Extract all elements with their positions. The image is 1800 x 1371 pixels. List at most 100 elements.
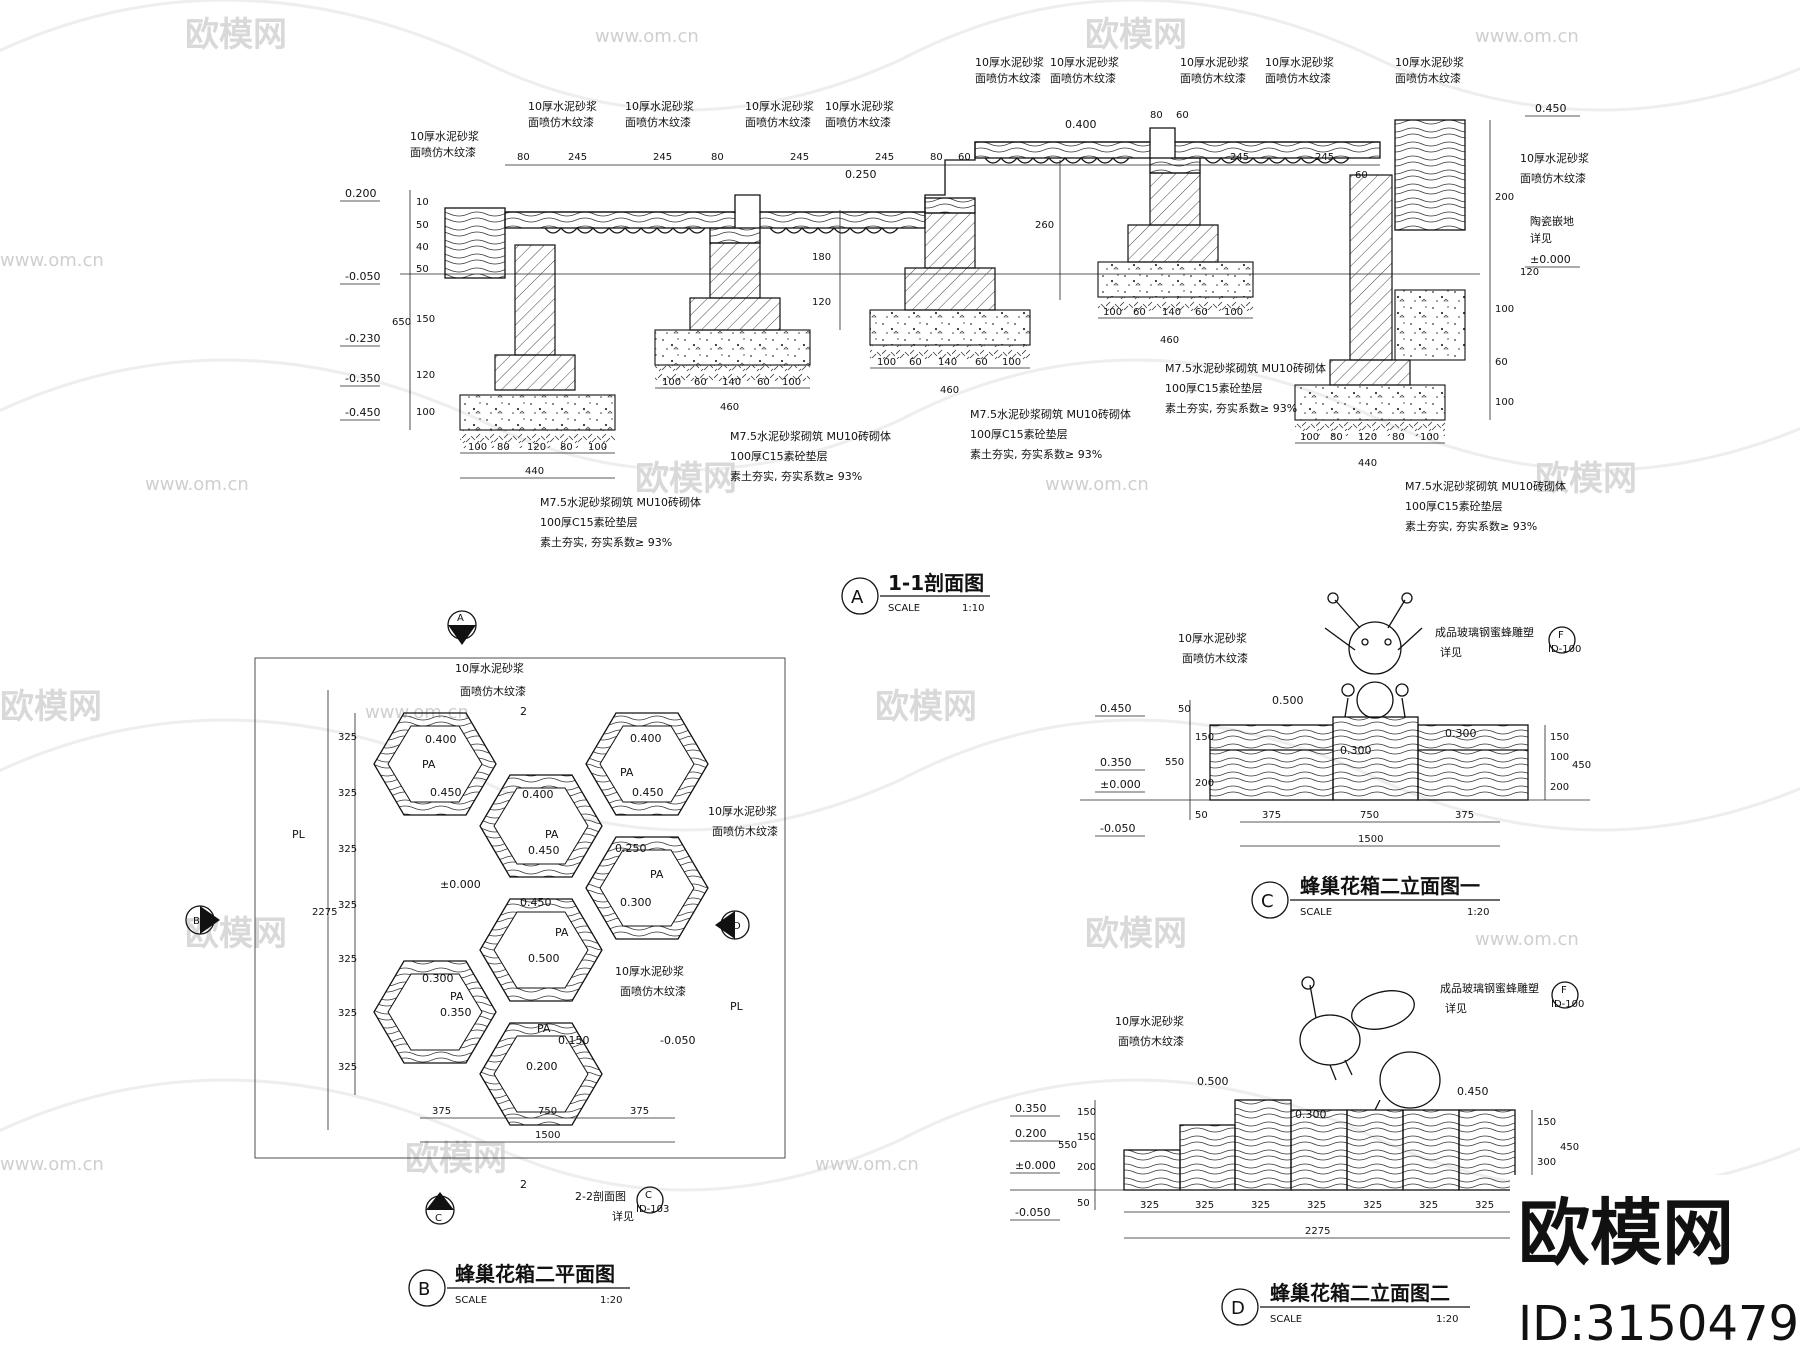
dim-label: 550 <box>1058 1140 1077 1151</box>
dim-label: 325 <box>338 732 357 743</box>
section-wall <box>514 244 556 356</box>
dim-label: 60 <box>1495 357 1508 368</box>
dim-total: 1500 <box>1358 834 1383 845</box>
watermark-url: www.om.cn <box>1045 474 1149 495</box>
finish-note: 面喷仿木纹漆 <box>712 824 778 838</box>
finish-note: 10厚水泥砂浆 <box>1050 55 1119 69</box>
dim-label: 375 <box>1455 810 1474 821</box>
ref-letter: C <box>435 1213 442 1224</box>
dim-label: 80 <box>1392 432 1405 443</box>
level-label: -0.230 <box>345 332 380 345</box>
finish-note: 面喷仿木纹漆 <box>1520 171 1586 185</box>
scale-label: SCALE <box>455 1295 487 1306</box>
soil-note: 素土夯实, 夯实系数≥ 93% <box>970 447 1102 461</box>
level-label: 0.250 <box>845 168 877 181</box>
dim-label: 140 <box>1162 307 1181 318</box>
section-mark: 2 <box>520 705 527 718</box>
dim-label: 245 <box>568 152 587 163</box>
dim-label: 60 <box>1195 307 1208 318</box>
watermark-brand: 欧模网 <box>1085 914 1187 954</box>
dim-label: 300 <box>1537 1157 1556 1168</box>
dim-total: 2275 <box>312 907 337 918</box>
level-label: -0.050 <box>1015 1206 1050 1219</box>
soil-note: 素土夯实, 夯实系数≥ 93% <box>540 535 672 549</box>
watermark-layer: 欧模网 欧模网 欧模网 欧模网 欧模网 欧模网 欧模网 欧模网 欧模网 www.… <box>0 0 1800 1192</box>
watermark-url: www.om.cn <box>145 474 249 495</box>
dim-label: 120 <box>527 442 546 453</box>
dim-label: 325 <box>338 954 357 965</box>
dim-label: 375 <box>630 1106 649 1117</box>
ground-level: -0.050 <box>660 1034 695 1047</box>
finish-note: 10厚水泥砂浆 <box>1180 55 1249 69</box>
finish-note: 面喷仿木纹漆 <box>825 115 891 129</box>
finish-note: 10厚水泥砂浆 <box>1265 55 1334 69</box>
scale-value: 1:20 <box>600 1295 622 1306</box>
dim-label: 60 <box>694 377 707 388</box>
finish-note: 面喷仿木纹漆 <box>620 984 686 998</box>
wall-note: M7.5水泥砂浆砌筑 MU10砖砌体 <box>970 407 1131 421</box>
finish-note: 面喷仿木纹漆 <box>625 115 691 129</box>
dim-label: 100 <box>1550 752 1569 763</box>
watermark-brand: 欧模网 <box>0 687 102 727</box>
dim-label: 60 <box>1355 170 1368 181</box>
planter-block <box>1458 1109 1516 1191</box>
level-label: 0.450 <box>1457 1085 1489 1098</box>
dim-label: 200 <box>1550 782 1569 793</box>
base-note: 100厚C15素砼垫层 <box>1405 499 1503 513</box>
section-a-notes: 10厚水泥砂浆 面喷仿木纹漆 10厚水泥砂浆 面喷仿木纹漆 10厚水泥砂浆 面喷… <box>410 55 1589 549</box>
dim-label: 120 <box>812 297 831 308</box>
dim-label: 120 <box>1520 267 1539 278</box>
dim-label: 100 <box>1103 307 1122 318</box>
level-label: 0.200 <box>345 187 377 200</box>
dim-total: 440 <box>525 466 544 477</box>
dim-label: 100 <box>877 357 896 368</box>
bee-note: 成品玻璃钢蜜蜂雕塑 <box>1440 981 1539 995</box>
dim-label: 325 <box>338 1062 357 1073</box>
dim-label: 150 <box>1195 732 1214 743</box>
planter-block <box>1290 1109 1348 1191</box>
dim-label: 120 <box>1358 432 1377 443</box>
sheet-ref: ID-100 <box>1551 999 1584 1010</box>
ref-letter: A <box>457 613 464 624</box>
level-label: -0.050 <box>345 270 380 283</box>
hex-cells <box>373 712 709 1126</box>
dim-label: 60 <box>1133 307 1146 318</box>
wall-note: M7.5水泥砂浆砌筑 MU10砖砌体 <box>730 429 891 443</box>
cell-level: 0.400 <box>522 788 554 801</box>
plan-b-drawing: PA PA PA PA PA PA PA 0.400 0.450 0.400 0… <box>185 610 786 1225</box>
level-label: 0.450 <box>1535 102 1567 115</box>
cell-level: 0.250 <box>615 842 647 855</box>
section-a-levels: 0.200 -0.050 -0.230 -0.350 -0.450 0.250 … <box>340 102 1580 421</box>
brand-logo-text: 欧模网 <box>1518 1191 1734 1275</box>
ref-marker-d: D <box>715 910 750 940</box>
ref-marker-a: A <box>447 610 477 645</box>
finish-note: 面喷仿木纹漆 <box>460 684 526 698</box>
watermark-brand: 欧模网 <box>405 1139 507 1179</box>
dim-label: 200 <box>1077 1162 1096 1173</box>
watermark-url: www.om.cn <box>595 26 699 47</box>
dim-label: 50 <box>1178 704 1191 715</box>
dim-label: 150 <box>1077 1107 1096 1118</box>
base-note: 100厚C15素砼垫层 <box>540 515 638 529</box>
dim-label: 375 <box>1262 810 1281 821</box>
finish-note: 10厚水泥砂浆 <box>745 99 814 113</box>
dim-label: 245 <box>790 152 809 163</box>
view-marker: C <box>1261 891 1274 912</box>
dim-label: 50 <box>416 220 429 231</box>
dim-label: 140 <box>722 377 741 388</box>
dim-label: 375 <box>432 1106 451 1117</box>
view-marker: D <box>1231 1298 1245 1319</box>
planter-block <box>1332 716 1419 801</box>
section-footing-step <box>494 354 576 391</box>
detail-ref-c: C ID-103 <box>636 1186 669 1215</box>
cell-level: 0.300 <box>422 972 454 985</box>
dim-label: 100 <box>416 407 435 418</box>
dim-total: 2275 <box>1305 1226 1330 1237</box>
dim-label: 100 <box>1495 397 1514 408</box>
dim-label: 200 <box>1195 778 1214 789</box>
dim-label: 100 <box>468 442 487 453</box>
cell-level: 0.300 <box>620 896 652 909</box>
dim-label: 50 <box>1195 810 1208 821</box>
level-label: 0.500 <box>1197 1075 1229 1088</box>
dim-label: 50 <box>416 264 429 275</box>
